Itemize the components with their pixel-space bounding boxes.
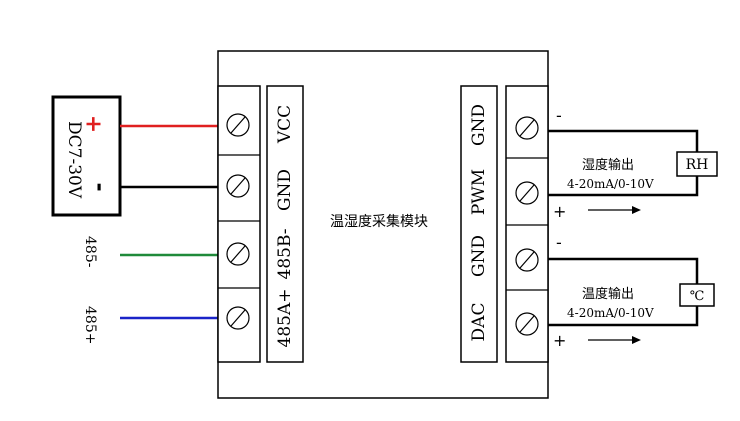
left-label-strip <box>266 85 304 363</box>
right-label-strip <box>460 85 498 363</box>
bus-485a-label: 485+ <box>82 306 98 344</box>
power-supply-box <box>51 95 122 217</box>
temperature-output-wire <box>548 257 699 284</box>
terminal-label-pwm: PWM <box>469 169 489 215</box>
temperature-sensor-label: ℃ <box>690 289 705 304</box>
humidity-output-wire <box>548 129 699 152</box>
terminal-label-dac: DAC <box>469 303 489 342</box>
right-terminal-block: GND PWM GND DAC <box>460 85 549 363</box>
humidity-output-range: 4-20mA/0-10V <box>567 177 654 191</box>
temperature-arrow-head <box>632 336 641 344</box>
rh-sensor-box <box>676 151 718 177</box>
screw-terminal-pwm <box>515 181 539 205</box>
terminal-label-485a: 485A+ <box>275 289 295 348</box>
humidity-output-wire-return <box>548 176 699 197</box>
left-terminal-block: VCC GND 485B- 485A+ <box>217 85 304 363</box>
humidity-arrow-head <box>632 206 641 214</box>
power-plus-sign: + <box>81 115 106 133</box>
bus-485b-label: 485- <box>82 236 98 268</box>
screw-terminal-gnd <box>226 174 250 198</box>
screw-terminal-485a <box>226 306 250 330</box>
terminal-label-gnd-bottom: GND <box>469 235 489 277</box>
humidity-minus-sign: - <box>556 106 562 125</box>
temperature-minus-sign: - <box>556 233 562 252</box>
module-title: 温湿度采集模块 <box>330 213 428 230</box>
humidity-output: RH - + 湿度输出 4-20mA/0-10V <box>548 106 718 221</box>
rh-sensor-label: RH <box>686 157 709 173</box>
temperature-sensor-box <box>679 283 715 307</box>
screw-terminal-vcc <box>226 113 250 137</box>
temperature-output-wire-return <box>548 306 699 327</box>
power-supply-label: DC7-30V <box>64 121 84 199</box>
terminal-label-vcc: VCC <box>275 105 295 144</box>
temperature-output: ℃ - + 温度输出 4-20mA/0-10V <box>548 233 715 350</box>
screw-terminal-out-gnd-2 <box>515 248 539 272</box>
power-supply: DC7-30V + - <box>51 95 122 217</box>
screw-terminal-out-gnd-1 <box>515 116 539 140</box>
screw-terminal-dac <box>515 312 539 336</box>
wires <box>120 124 218 320</box>
terminal-label-gnd: GND <box>275 169 295 211</box>
terminal-label-gnd-top: GND <box>469 104 489 146</box>
screw-terminal-485b <box>226 242 250 266</box>
humidity-plus-sign: + <box>553 202 566 221</box>
terminal-label-485b: 485B- <box>275 229 295 280</box>
temperature-plus-sign: + <box>553 331 566 350</box>
humidity-output-name: 湿度输出 <box>582 157 634 173</box>
temperature-output-name: 温度输出 <box>582 286 634 302</box>
power-minus-sign: - <box>87 182 112 191</box>
temperature-output-range: 4-20mA/0-10V <box>567 306 654 320</box>
